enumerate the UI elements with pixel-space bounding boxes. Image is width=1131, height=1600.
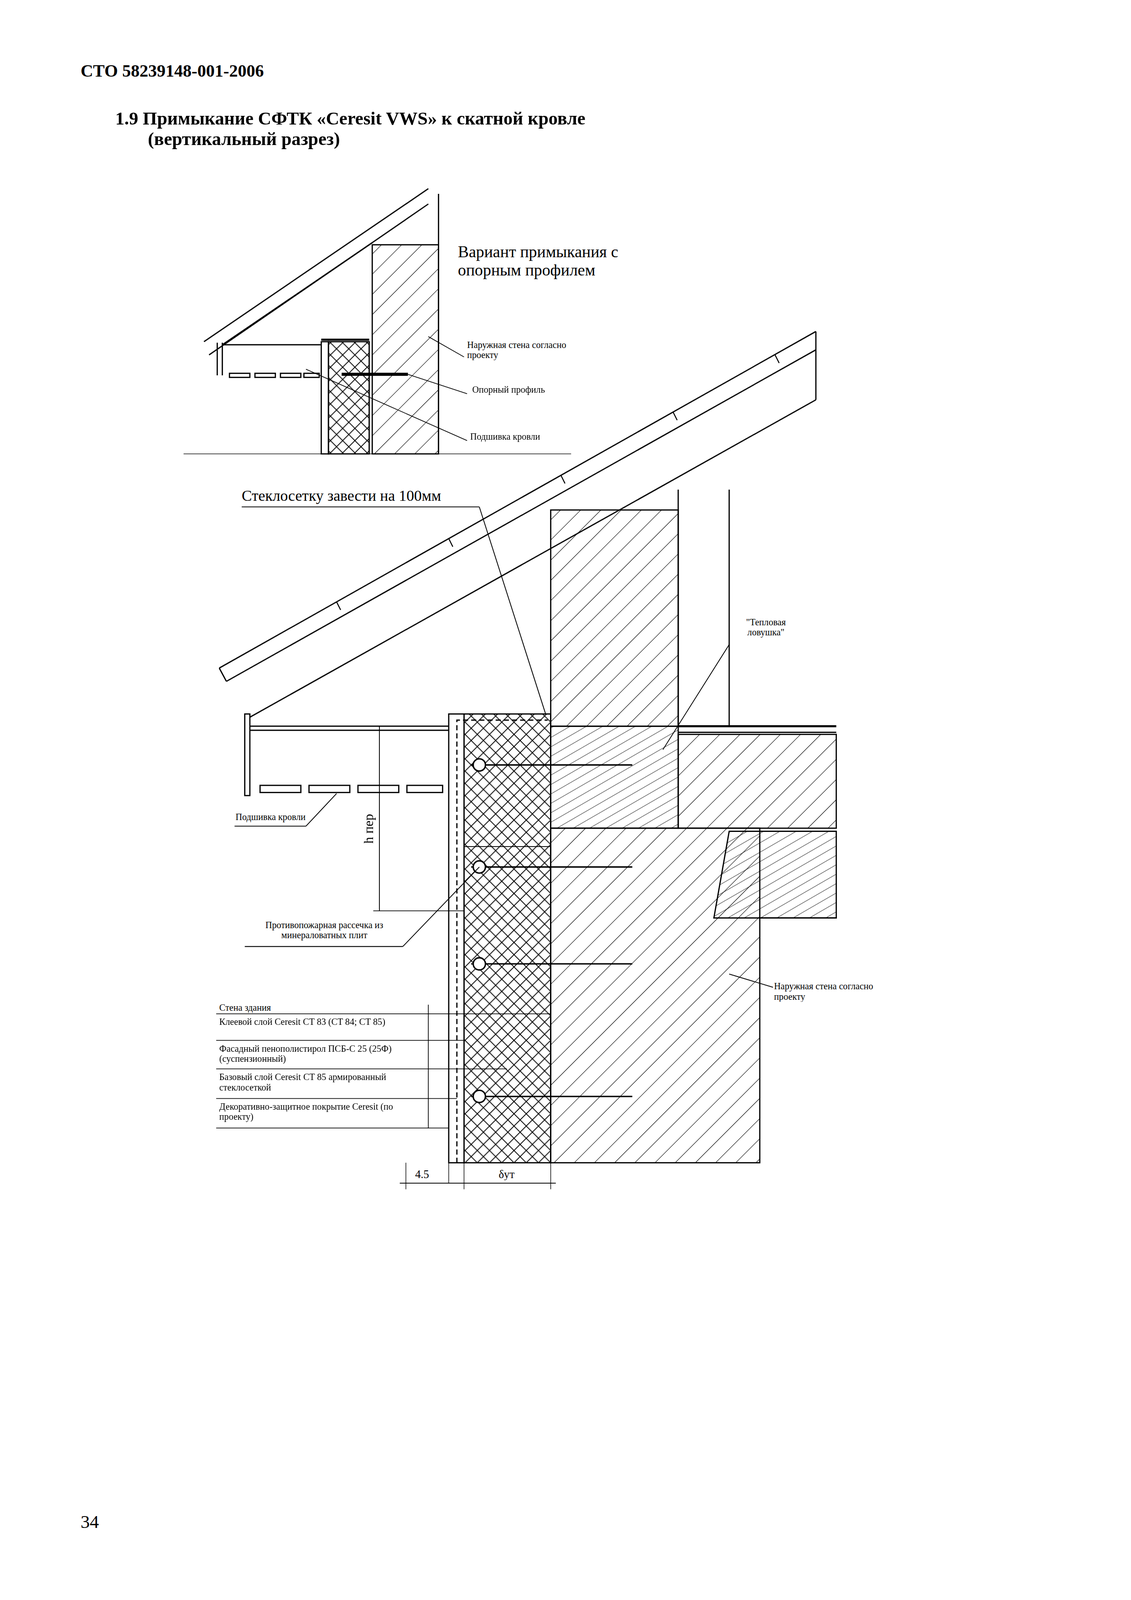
profile-label: Опорный профиль xyxy=(471,384,546,395)
table-cell: Фасадный пенополистирол ПСБ-С 25 (25Ф) (… xyxy=(218,1043,425,1064)
mesh-note: Стеклосетку завести на 100мм xyxy=(240,487,443,505)
header: СТО 58239148-001-2006 xyxy=(79,61,265,81)
soffit-label: Подшивка кровли xyxy=(234,811,307,823)
dimension-label: h пер xyxy=(362,812,378,845)
dimension-label: 4.5 xyxy=(414,1167,431,1181)
table-cell: Клеевой слой Ceresit CT 83 (CT 84; CT 85… xyxy=(218,1016,425,1028)
table-cell: Декоративно-защитное покрытие Ceresit (п… xyxy=(218,1101,425,1122)
table-cell: Стена здания xyxy=(218,1002,273,1013)
wall-label: Наружная стена согласно проекту xyxy=(466,339,581,361)
dimension-label: δут xyxy=(497,1167,516,1181)
variant-note: Вариант примыкания с опорным профилем xyxy=(456,242,669,280)
heat-trap-label: "Тепловая ловушка" xyxy=(733,617,799,638)
title: 1.9 Примыкание СФТК «Ceresit VWS» к скат… xyxy=(115,108,649,150)
wall-label: Наружная стена согласно проекту xyxy=(773,980,877,1002)
soffit-label: Подшивка кровли xyxy=(469,431,542,442)
firebreak-label: Противопожарная рассечка из минераловатн… xyxy=(242,919,406,941)
table-cell: Базовый слой Ceresit CT 85 армированный … xyxy=(218,1071,425,1093)
page-number: 34 xyxy=(79,1511,100,1532)
